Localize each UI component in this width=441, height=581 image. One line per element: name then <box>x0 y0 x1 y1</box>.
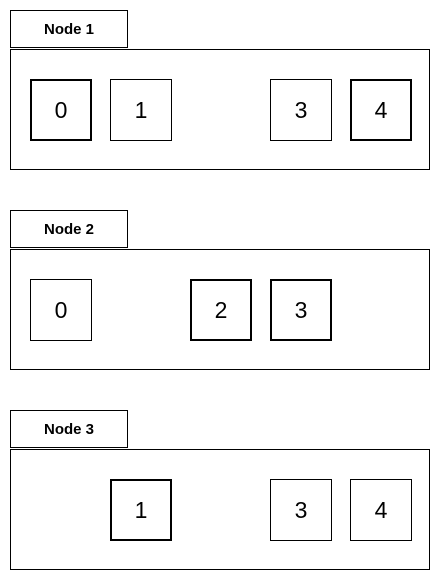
partition-box-3: 3 <box>270 79 332 141</box>
partition-box-0: 0 <box>30 79 92 141</box>
node-title: Node 1 <box>10 10 128 48</box>
partition-box-1: 1 <box>110 79 172 141</box>
node-title: Node 3 <box>10 410 128 448</box>
partition-box-0: 0 <box>30 279 92 341</box>
partition-box-1: 1 <box>110 479 172 541</box>
partition-box-3: 3 <box>270 279 332 341</box>
partition-box-4: 4 <box>350 479 412 541</box>
partition-box-2: 2 <box>190 279 252 341</box>
partition-box-4: 4 <box>350 79 412 141</box>
partition-box-3: 3 <box>270 479 332 541</box>
node-title: Node 2 <box>10 210 128 248</box>
